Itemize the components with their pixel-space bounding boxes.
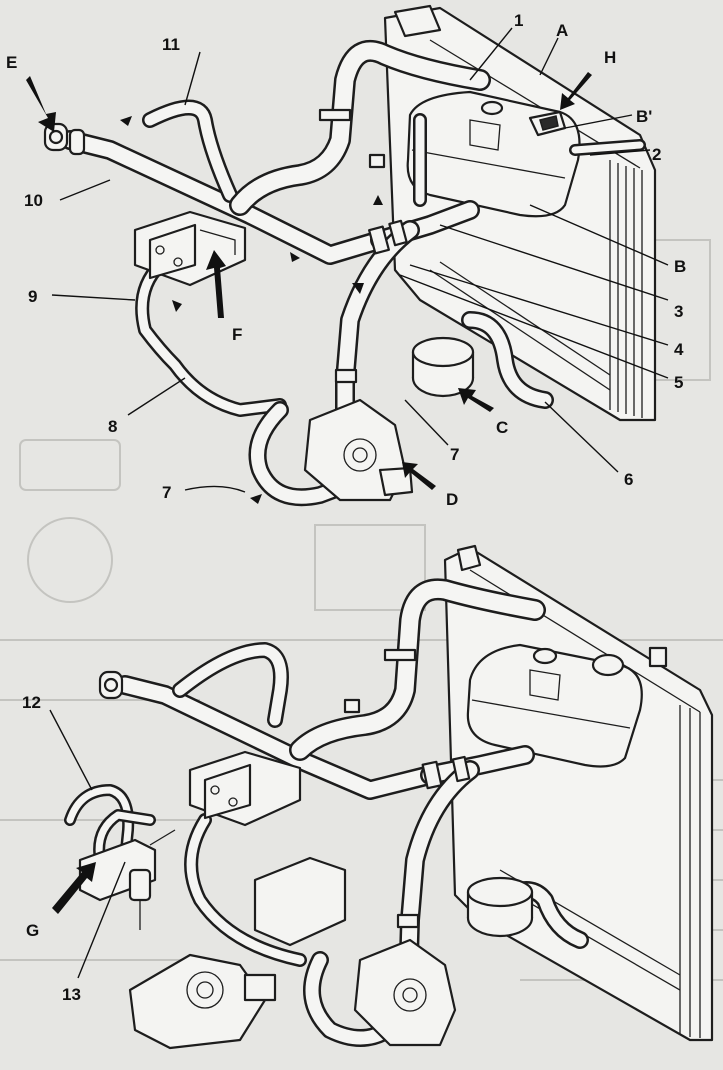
label-4: 4 [674, 340, 684, 359]
label-7-right: 7 [450, 445, 459, 464]
label-1: 1 [514, 11, 523, 30]
label-G: G [26, 921, 39, 940]
leaders-top [51, 27, 669, 493]
callout-labels-bottom: 12 G 13 [22, 693, 81, 1004]
label-B-prime: B' [636, 107, 652, 126]
callout-labels-top: 1 A H B' 2 E 11 10 9 F B 3 4 5 C 6 7 7 D… [6, 11, 686, 509]
arrow-H [560, 72, 592, 110]
radiator-bottom [443, 544, 714, 1042]
label-C: C [496, 418, 508, 437]
label-7-left: 7 [162, 483, 171, 502]
label-8: 8 [108, 417, 117, 436]
leaders-bottom [49, 709, 126, 979]
water-pump-bottom [353, 938, 457, 1047]
label-5: 5 [674, 373, 683, 392]
engine-block-bottom [253, 856, 347, 947]
label-D: D [446, 490, 458, 509]
label-10: 10 [24, 191, 43, 210]
label-9: 9 [28, 287, 37, 306]
top-diagram: 1 A H B' 2 E 11 10 9 F B 3 4 5 C 6 7 7 D… [6, 4, 686, 509]
oil-cooler [411, 336, 475, 398]
thermostat-housing [133, 210, 247, 287]
label-11: 11 [162, 35, 180, 54]
label-6: 6 [624, 470, 633, 489]
thermostat-housing-bottom [188, 750, 302, 827]
label-F: F [232, 325, 242, 344]
label-B: B [674, 257, 686, 276]
arrow-G [52, 862, 96, 914]
oil-cooler-bottom [466, 876, 534, 938]
label-A: A [556, 21, 568, 40]
arrow-C [458, 388, 494, 412]
label-2: 2 [652, 145, 661, 164]
heater-valve-box [78, 829, 176, 930]
arrow-D [402, 462, 436, 490]
label-H: H [604, 48, 616, 67]
flow-arrows-top [120, 116, 383, 504]
expansion-tank-bottom [466, 643, 668, 768]
callout-arrows-top [26, 72, 592, 490]
radiator-fins [429, 39, 643, 418]
label-E: E [6, 53, 17, 72]
bottom-diagram: 12 G 13 [22, 544, 714, 1050]
throttle-body [128, 953, 277, 1050]
label-12: 12 [22, 693, 41, 712]
water-pump [303, 398, 414, 502]
hose-clamps-bottom [98, 648, 471, 929]
arrow-E [26, 76, 56, 132]
label-3: 3 [674, 302, 683, 321]
arrow-F [206, 250, 226, 318]
label-13: 13 [62, 985, 81, 1004]
hose-clamps-top [43, 108, 408, 384]
